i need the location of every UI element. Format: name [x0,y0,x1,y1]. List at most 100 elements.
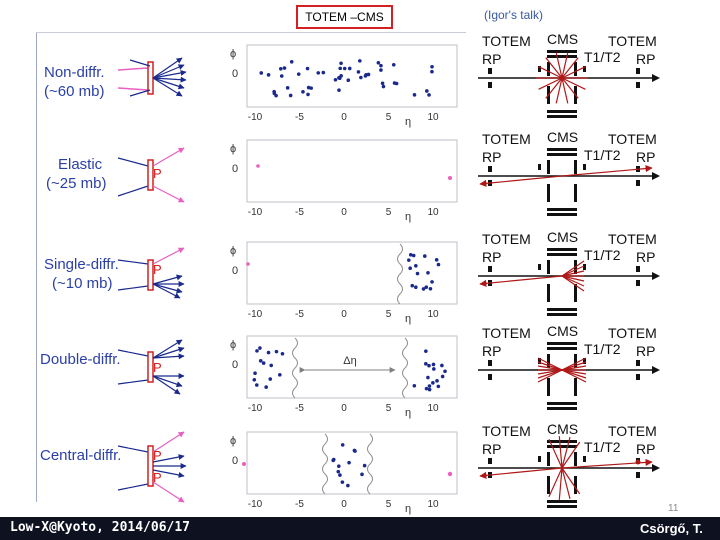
particle-track [537,357,563,371]
t2-bar [583,66,586,72]
totem-left-label: TOTEM [482,131,531,147]
particle-track [561,52,569,79]
particle-track [561,369,587,383]
row-label-non-diffr: Non-diffr. (~60 mb) [44,63,105,101]
t1-bar [538,66,541,72]
t2-bar [583,264,586,270]
particle-dot [358,59,362,63]
particle-dot [268,377,273,381]
sketch-non-diffr [117,57,187,97]
phi-zero-label: 0 [232,455,238,467]
particle-dot [435,379,439,383]
particle-dot [421,287,426,291]
proton-hit [635,459,641,465]
particle-track [561,357,587,371]
particle-dot [338,473,342,477]
cms-side-bar [547,284,550,302]
page-number: 11 [668,503,679,514]
proton-label: P [153,262,162,277]
particle-dot [422,254,427,258]
particle-dot [266,350,271,355]
process-name: Single-diffr. [44,256,119,273]
roman-pot [636,68,640,74]
rp-left-label: RP [482,51,501,67]
particle-dot [426,375,430,380]
eta-tick-label: 5 [386,499,392,510]
particle-dot [306,85,311,90]
particle-dot [425,89,429,93]
particle-dot [301,90,305,94]
process-name: Non-diffr. [44,64,105,81]
phi-axis-label: ϕ [230,435,236,447]
process-name: Double-diffr. [40,351,121,368]
t2-bar [583,164,586,170]
particle-track [545,57,563,79]
particle-dot [316,71,321,75]
particle-dot [253,371,257,376]
eta-tick-label: -10 [248,207,263,218]
particle-dot [339,61,343,66]
totem-right-label: TOTEM [608,131,657,147]
particle-dot [407,258,411,262]
particle-dot [436,384,441,389]
totem-left-label: TOTEM [482,423,531,439]
phi-zero-label: 0 [232,68,238,80]
cross-section: (~60 mb) [44,83,105,100]
particle-track [561,437,571,469]
particle-dot [427,93,431,97]
eta-axis-label: η [405,116,411,128]
phi-zero-label: 0 [232,163,238,175]
cms-side-bar [547,184,550,202]
eta-tick-label: 10 [427,112,439,123]
footer-bar [0,517,720,540]
particle-dot [381,84,386,89]
particle-dot [266,73,271,77]
particle-dot [338,66,343,71]
cms-top-bar [547,148,577,151]
t1-bar [538,358,541,364]
particle-dot [288,93,293,98]
particle-dot [306,92,310,97]
eta-tick-label: 5 [386,112,392,123]
row-label-double-diffr: Double-diffr. [40,350,121,369]
gap-boundary [292,337,298,399]
rp-right-label: RP [636,249,655,265]
cms-side-bar [574,452,577,466]
cms-side-bar [547,160,550,174]
particle-dot [424,285,429,290]
proton-label: P [153,166,162,181]
plot-frame [246,335,458,399]
particle-dot [340,480,345,484]
roman-pot [488,82,492,88]
cms-bottom-bar [547,500,577,503]
eta-tick-label: -5 [295,207,304,218]
particle-dot [339,74,343,78]
cms-label: CMS [547,229,578,245]
particle-dot [428,286,433,291]
particle-track [561,270,585,277]
eta-tick-label: 0 [341,207,347,218]
plot-frame [246,241,458,305]
particle-dot [282,66,287,70]
particle-track [558,436,563,469]
talk-note: (Igor's talk) [484,8,543,22]
t1t2-label: T1/T2 [584,341,621,357]
cms-top-bar [547,153,577,156]
roman-pot [636,374,640,380]
roman-pot [636,266,640,272]
totem-right-label: TOTEM [608,33,657,49]
particle-dot [254,383,259,387]
particle-dot [427,384,432,388]
footer-conference: Low-X@Kyoto, 2014/06/17 [10,520,191,535]
cms-label: CMS [547,421,578,437]
roman-pot [488,166,492,172]
totem-right-label: TOTEM [608,231,657,247]
cms-top-bar [547,445,577,448]
roman-pot [636,82,640,88]
particle-dot [431,362,436,367]
cms-side-bar [547,378,550,396]
particle-dot [379,68,383,72]
particle-dot [408,266,412,271]
particle-dot [258,358,263,363]
